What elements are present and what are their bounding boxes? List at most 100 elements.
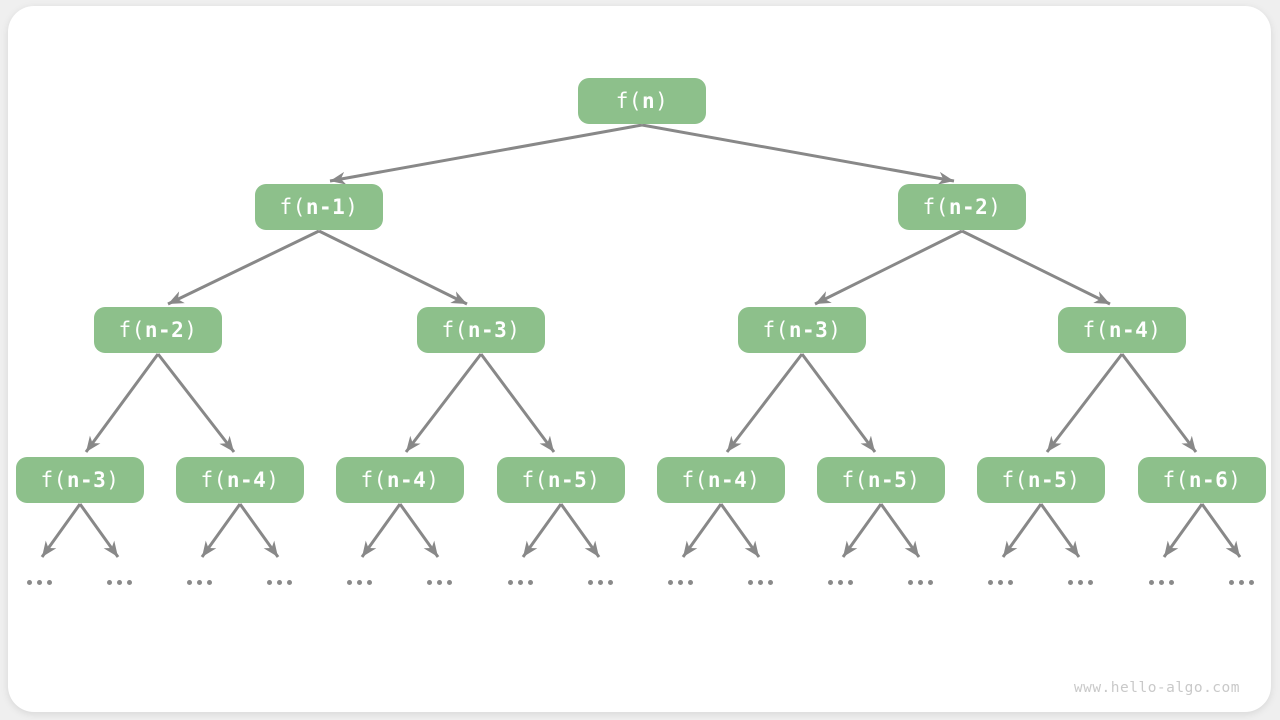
node-label-prefix: f( (200, 468, 227, 492)
node-label-suffix: ) (1067, 468, 1081, 492)
node-label-prefix: f( (841, 468, 868, 492)
edge-arrow (961, 229, 1111, 306)
tree-node-root: f(n) (578, 78, 706, 124)
edge-arrow (1120, 353, 1198, 453)
node-label-suffix: ) (266, 468, 280, 492)
node-label-suffix: ) (828, 318, 842, 342)
node-label-prefix: f( (1082, 318, 1109, 342)
node-label-prefix: f( (40, 468, 67, 492)
ellipsis (828, 580, 833, 585)
edge-arrow (318, 229, 468, 306)
tree-node: f(n-5) (817, 457, 945, 503)
edge-arrow (725, 353, 804, 453)
edge-arrow (40, 503, 82, 558)
node-label-arg: n-2 (144, 318, 185, 342)
ellipsis (347, 580, 352, 585)
edge-arrow (521, 503, 563, 558)
ellipsis (107, 580, 112, 585)
tree-node: f(n-3) (417, 307, 545, 353)
edge-arrow (1045, 353, 1124, 453)
node-label-arg: n-4 (707, 468, 748, 492)
node-label-arg: n-3 (788, 318, 829, 342)
tree-node: f(n-5) (977, 457, 1105, 503)
tree-node: f(n-3) (16, 457, 144, 503)
ellipsis (1068, 580, 1073, 585)
node-label-suffix: ) (1228, 468, 1242, 492)
edge-arrow (156, 353, 236, 453)
edge-arrow (167, 229, 320, 306)
node-label-prefix: f( (521, 468, 548, 492)
ellipsis (27, 580, 32, 585)
edge-arrow (719, 503, 761, 558)
edge-arrow (841, 503, 883, 558)
edge-arrow (1001, 503, 1043, 558)
node-label-prefix: f( (615, 89, 642, 113)
tree-node: f(n-2) (94, 307, 222, 353)
node-label-suffix: ) (747, 468, 761, 492)
edge-arrow (479, 353, 556, 453)
node-label-arg: n-5 (547, 468, 588, 492)
node-label-suffix: ) (184, 318, 198, 342)
node-label-suffix: ) (907, 468, 921, 492)
node-label-prefix: f( (118, 318, 145, 342)
node-label-prefix: f( (1162, 468, 1189, 492)
edge-arrow (814, 229, 963, 306)
node-label-suffix: ) (655, 89, 669, 113)
ellipsis (988, 580, 993, 585)
node-label-suffix: ) (426, 468, 440, 492)
edge-arrow (78, 503, 120, 558)
node-label-suffix: ) (507, 318, 521, 342)
tree-node: f(n-1) (255, 184, 383, 230)
edge-arrow (398, 503, 440, 558)
edge-arrow (641, 123, 955, 185)
watermark: www.hello-algo.com (1073, 680, 1240, 696)
node-label-prefix: f( (360, 468, 387, 492)
tree-node: f(n-5) (497, 457, 625, 503)
node-label-suffix: ) (1148, 318, 1162, 342)
tree-node: f(n-4) (657, 457, 785, 503)
edge-arrow (404, 353, 483, 453)
tree-node: f(n-4) (336, 457, 464, 503)
ellipsis (1229, 580, 1234, 585)
edge-arrow (360, 503, 402, 558)
node-label-suffix: ) (345, 195, 359, 219)
edge-arrow (1200, 503, 1242, 558)
edge-arrow (329, 123, 643, 185)
node-label-arg: n-4 (1108, 318, 1149, 342)
ellipsis (588, 580, 593, 585)
edge-arrow (1039, 503, 1081, 558)
ellipsis (1149, 580, 1154, 585)
node-label-arg: n-3 (66, 468, 107, 492)
edge-arrow (238, 503, 280, 558)
node-label-prefix: f( (441, 318, 468, 342)
tree-node: f(n-2) (898, 184, 1026, 230)
node-label-arg: n-1 (305, 195, 346, 219)
ellipsis (508, 580, 513, 585)
node-label-arg: n-6 (1188, 468, 1229, 492)
node-label-prefix: f( (922, 195, 949, 219)
edge-arrow (559, 503, 601, 558)
node-label-prefix: f( (1001, 468, 1028, 492)
tree-node: f(n-6) (1138, 457, 1266, 503)
ellipsis (908, 580, 913, 585)
node-label-prefix: f( (681, 468, 708, 492)
edge-arrow (200, 503, 242, 558)
edge-arrow (879, 503, 921, 558)
node-label-arg: n-2 (948, 195, 989, 219)
edge-arrow (1162, 503, 1204, 558)
node-label-arg: n-4 (386, 468, 427, 492)
node-label-suffix: ) (106, 468, 120, 492)
node-label-arg: n-5 (1027, 468, 1068, 492)
node-label-arg: n-3 (467, 318, 508, 342)
ellipsis (668, 580, 673, 585)
edge-arrow (800, 353, 877, 453)
node-label-arg: n (641, 89, 656, 113)
node-label-arg: n-4 (226, 468, 267, 492)
ellipsis (748, 580, 753, 585)
tree-node: f(n-3) (738, 307, 866, 353)
edge-arrow (681, 503, 723, 558)
ellipsis (427, 580, 432, 585)
node-label-arg: n-5 (867, 468, 908, 492)
tree-node: f(n-4) (1058, 307, 1186, 353)
